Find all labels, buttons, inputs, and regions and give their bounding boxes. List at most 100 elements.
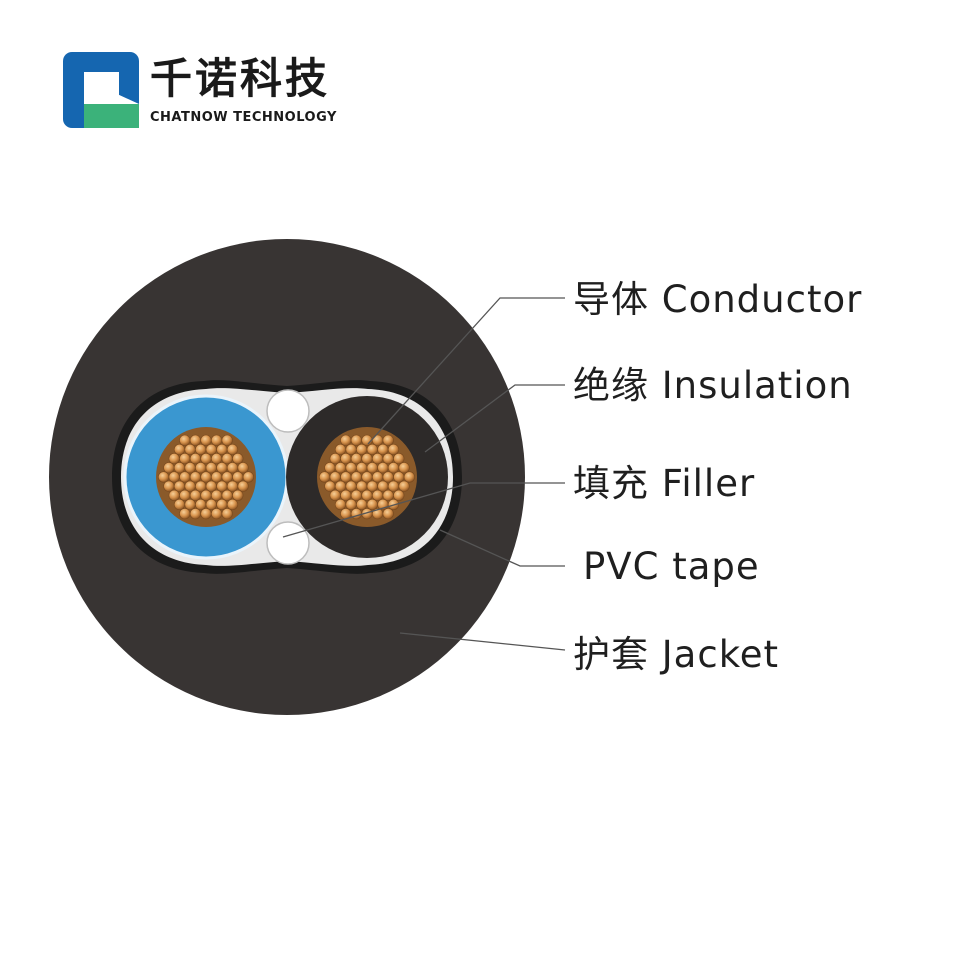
conductor-strand (366, 462, 378, 474)
conductor-strand (163, 480, 175, 492)
conductor-strand (211, 489, 223, 502)
leader-line-insulation (424, 384, 565, 453)
conductor-strand (382, 453, 394, 465)
conductor-strand (366, 498, 378, 511)
conductor-strand (211, 508, 223, 520)
conductor-strand (340, 434, 352, 446)
conductor-strand (377, 443, 389, 456)
leader-line-jacket (399, 632, 566, 651)
conductor-strand (226, 480, 239, 492)
conductor-strand (345, 462, 357, 474)
conductor-strand (184, 443, 196, 456)
conductor-strand (163, 462, 175, 474)
conductor-strand (200, 508, 212, 520)
conductor-strand (221, 434, 233, 446)
conductor-strand (200, 471, 212, 483)
conductor-strand (382, 434, 394, 446)
conductor-strand (232, 471, 244, 483)
conductor-strand (221, 508, 233, 520)
conductor-strand (216, 443, 228, 456)
conductor-strand (232, 453, 244, 465)
conductor-strand (356, 480, 368, 492)
conductor-strand (387, 462, 400, 474)
conductor-strand (168, 453, 180, 465)
conductor-strand (382, 508, 394, 520)
conductor-strand (205, 443, 217, 456)
label-insulation: 绝缘 Insulation (573, 364, 853, 407)
conductor-strand (184, 498, 196, 511)
conductor-strand (361, 453, 373, 465)
conductor-strand (205, 498, 217, 511)
conductor-strands-left (158, 434, 254, 520)
label-conductor: 导体 Conductor (573, 278, 863, 321)
conductor-strand (350, 434, 363, 446)
leader-line-pvc-tape (439, 529, 565, 567)
conductor-strand (173, 443, 186, 456)
conductor-strand (340, 471, 352, 483)
conductor-strand (200, 489, 212, 502)
conductor-strand (189, 471, 201, 483)
conductor-strand (345, 498, 357, 511)
conductor-strand (184, 480, 196, 492)
conductor-strand (377, 480, 389, 492)
conductor-strand (366, 443, 378, 456)
conductor-strand (345, 480, 357, 492)
conductor-strand (189, 508, 201, 520)
conductor-strand (216, 462, 228, 474)
conductor-strand (350, 453, 363, 465)
conductor-strand (179, 453, 191, 465)
label-jacket: 护套 Jacket (573, 633, 780, 676)
brand-name-cn: 千诺科技 (150, 54, 331, 103)
leader-line-filler (282, 482, 565, 538)
conductor-strand (168, 471, 180, 483)
conductor-strand (350, 471, 363, 483)
conductor-strand (372, 453, 384, 465)
conductor-strand (403, 471, 416, 483)
conductor-strand (221, 489, 233, 502)
conductor-strand (226, 462, 239, 474)
conductor-strand (173, 498, 186, 511)
conductor-strand (345, 443, 357, 456)
conductor-strand (324, 480, 336, 492)
label-pvc-tape: PVC tape (583, 545, 760, 588)
label-filler: 填充 Filler (573, 462, 756, 505)
conductor-strand (211, 471, 223, 483)
conductor-strand (324, 462, 336, 474)
conductor-strand (221, 471, 233, 483)
conductor-strand (340, 453, 352, 465)
brand-name-en: CHATNOW TECHNOLOGY (150, 110, 337, 125)
conductor-strand (334, 443, 347, 456)
conductor-strand (179, 489, 191, 502)
conductor-strand (195, 498, 207, 511)
conductor-strand (158, 471, 170, 483)
conductor-strand (329, 453, 341, 465)
conductor-strand (356, 498, 368, 511)
conductor-strand (340, 489, 352, 502)
conductor-strand (356, 462, 368, 474)
conductor-strand (237, 480, 249, 492)
conductor-strand (387, 480, 400, 492)
conductor-strand (173, 462, 186, 474)
conductor-strand (226, 498, 239, 511)
conductor-strand (372, 489, 384, 502)
conductor-strand (211, 434, 223, 446)
leader-line-conductor (367, 297, 565, 445)
conductor-strand (334, 498, 347, 511)
conductor-strand (221, 453, 233, 465)
conductor-strand (350, 489, 363, 502)
filler-circle-top (266, 389, 310, 433)
logo-icon (63, 52, 139, 128)
conductor-strand (232, 489, 244, 502)
conductor-strand (329, 489, 341, 502)
conductor-strand (361, 489, 373, 502)
conductor-strand (200, 453, 212, 465)
conductor-strand (356, 443, 368, 456)
conductor-strand (205, 462, 217, 474)
conductor-strand (216, 480, 228, 492)
conductor-strand (179, 471, 191, 483)
conductor-strand (184, 462, 196, 474)
conductor-strand (195, 462, 207, 474)
conductor-strand (179, 508, 191, 520)
conductor-strand (393, 489, 405, 502)
